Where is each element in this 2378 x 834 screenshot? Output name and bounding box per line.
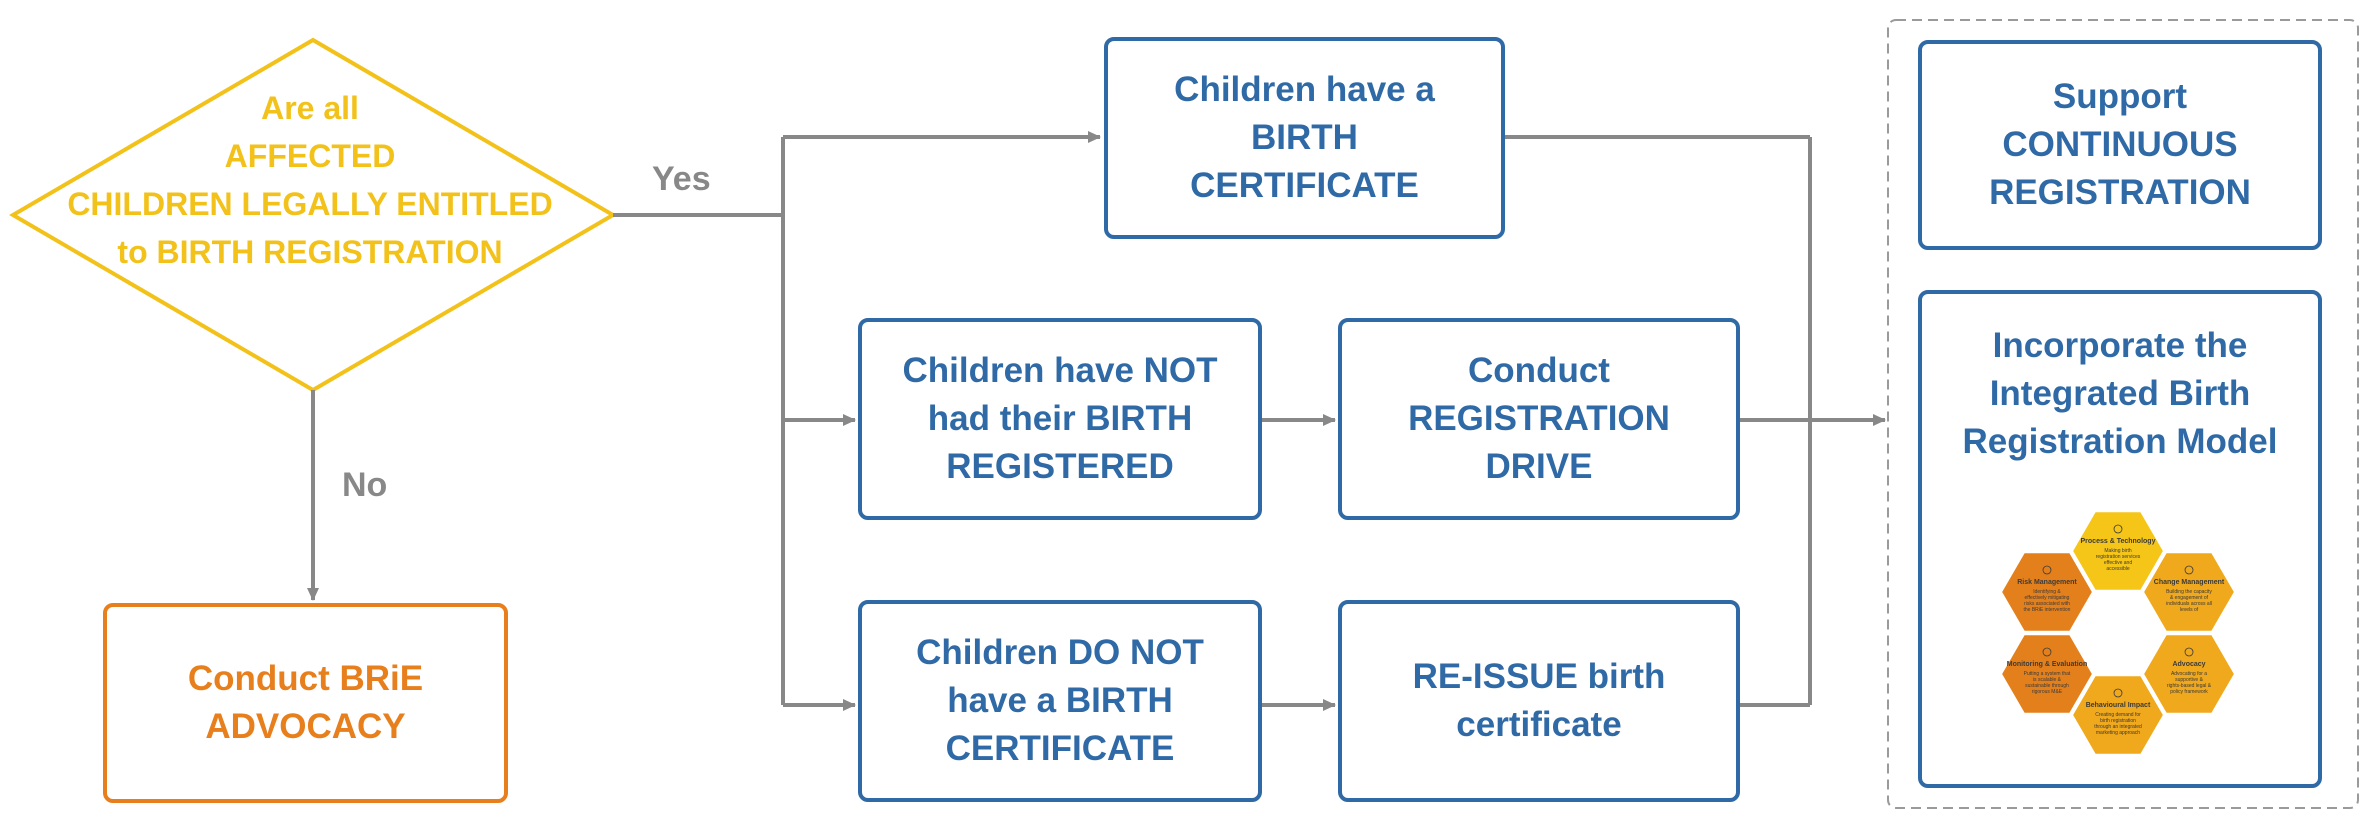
model-hex-title: Risk Management (2017, 579, 2077, 586)
head-icon (2113, 688, 2123, 698)
not-registered-box: Children have NOT had their BIRTH REGIST… (858, 318, 1262, 520)
model-hex-title: Advocacy (2172, 661, 2205, 668)
reissue-box: RE-ISSUE birth certificate (1338, 600, 1740, 802)
outcomes-container (1887, 19, 2359, 809)
yes-label: Yes (652, 160, 711, 198)
advocacy-box: Conduct BRiE ADVOCACY (103, 603, 508, 803)
shield-icon (2184, 647, 2194, 657)
model-hex-title: Change Management (2154, 579, 2225, 586)
model-hex-title: Behavioural Impact (2086, 702, 2151, 709)
gear-icon (2113, 524, 2123, 534)
warning-icon (2042, 565, 2052, 575)
no-certificate-box: Children DO NOT have a BIRTH CERTIFICATE (858, 600, 1262, 802)
model-hex-title: Monitoring & Evaluation (2007, 661, 2087, 668)
people-icon (2184, 565, 2194, 575)
registration-drive-box: Conduct REGISTRATION DRIVE (1338, 318, 1740, 520)
model-hex-title: Process & Technology (2081, 538, 2156, 545)
no-label: No (342, 466, 388, 504)
monitor-icon (2042, 647, 2052, 657)
decision-question: Are all AFFECTED CHILDREN LEGALLY ENTITL… (67, 90, 553, 270)
continuous-registration-box: Support CONTINUOUS REGISTRATION (1918, 40, 2322, 250)
has-certificate-box: Children have a BIRTH CERTIFICATE (1104, 37, 1505, 239)
